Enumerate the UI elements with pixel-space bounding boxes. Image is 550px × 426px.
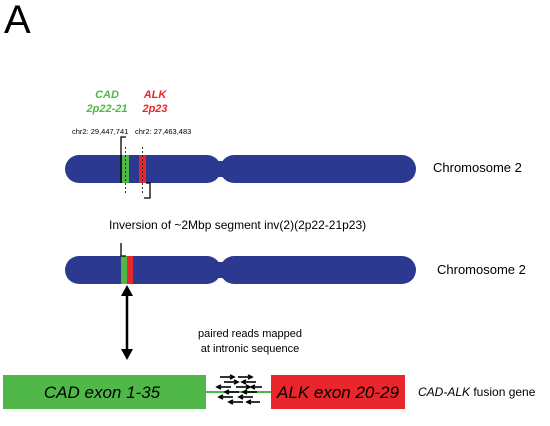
inversion-caption: Inversion of ~2Mbp segment inv(2)(2p22-2… xyxy=(109,218,367,232)
read-arrowhead xyxy=(247,374,254,380)
cad-band-bottom xyxy=(121,256,127,284)
alk-coordinate: chr2: 27,463,483 xyxy=(135,127,192,136)
read-arrowhead xyxy=(245,399,252,405)
alk-bracket xyxy=(144,182,151,199)
chromosome-bottom xyxy=(65,243,416,284)
read-arrowhead xyxy=(237,394,244,400)
cad-gene-name: CAD xyxy=(95,89,119,101)
cad-gene-label: CAD 2p22-21 xyxy=(82,88,132,116)
paired-reads-line1: paired reads mapped xyxy=(198,328,302,340)
panel-letter: A xyxy=(4,0,31,42)
fusion-gene: CAD exon 1-35 ALK exon 20-29 xyxy=(3,375,405,409)
read-arrowhead xyxy=(240,379,247,385)
read-arrowhead xyxy=(223,389,230,395)
read-arrowhead xyxy=(249,384,256,390)
chromosome-bottom-centromere xyxy=(214,262,226,278)
alk-band-bottom xyxy=(127,256,133,284)
chromosome-top-right-arm xyxy=(220,155,416,183)
alk-gene-locus: 2p23 xyxy=(142,103,168,115)
paired-reads xyxy=(215,374,262,405)
fusion-gene-label: CAD-ALK fusion gene xyxy=(418,385,535,399)
fusion-gene-name: CAD-ALK xyxy=(418,385,471,399)
read-arrowhead xyxy=(215,384,222,390)
read-arrowhead xyxy=(227,399,234,405)
read-arrowhead xyxy=(229,374,236,380)
cad-coordinate: chr2: 29,447,741 xyxy=(72,127,129,136)
paired-reads-caption: paired reads mapped at intronic sequence xyxy=(170,327,330,357)
double-arrow xyxy=(121,285,133,360)
cad-exon-box xyxy=(3,375,206,409)
chromosome-top xyxy=(65,136,416,199)
read-arrowhead xyxy=(217,394,224,400)
chromosome-label-top: Chromosome 2 xyxy=(433,160,522,175)
alk-gene-name: ALK xyxy=(143,89,167,101)
read-arrowhead xyxy=(233,379,240,385)
alk-exon-label: ALK exon 20-29 xyxy=(276,383,399,402)
chromosome-top-centromere xyxy=(214,161,226,177)
chromosome-label-bottom: Chromosome 2 xyxy=(437,262,526,277)
chromosome-bottom-right-arm xyxy=(220,256,416,284)
cad-gene-locus: 2p22-21 xyxy=(86,103,128,115)
paired-reads-line2: at intronic sequence xyxy=(200,343,300,355)
alk-gene-label: ALK 2p23 xyxy=(130,88,180,116)
cad-exon-label: CAD exon 1-35 xyxy=(44,383,161,402)
fusion-gene-suffix: fusion gene xyxy=(470,385,536,399)
fusion-bracket xyxy=(120,243,126,257)
chromosome-bottom-left-arm xyxy=(65,256,221,284)
alk-exon-box xyxy=(271,375,405,409)
read-arrowhead xyxy=(241,389,248,395)
cad-bracket xyxy=(120,136,126,183)
